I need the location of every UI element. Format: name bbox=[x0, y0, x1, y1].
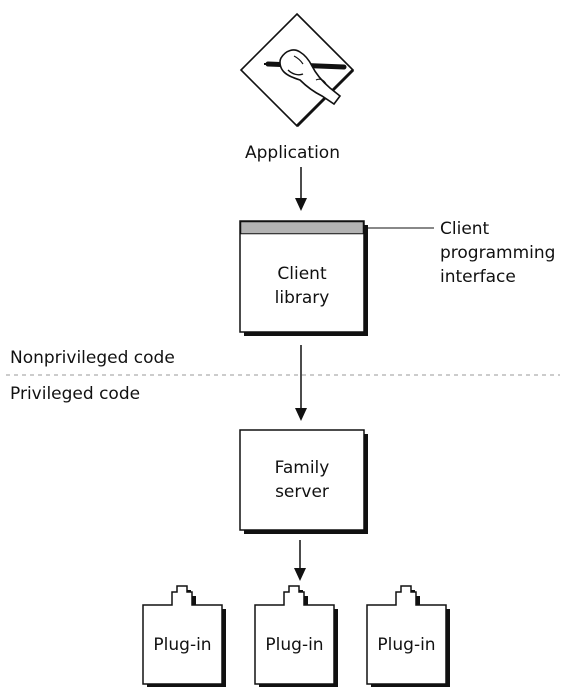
client-library-label: Client library bbox=[240, 262, 364, 310]
callout-line2: programming bbox=[440, 243, 556, 263]
plugin-box bbox=[254, 585, 338, 687]
client-library-line1: Client bbox=[277, 264, 327, 284]
arrow-server-to-plugins bbox=[294, 540, 306, 581]
arrow-client-to-server bbox=[295, 345, 307, 421]
family-server-line2: server bbox=[275, 482, 329, 502]
plugin-box bbox=[366, 585, 450, 687]
nonprivileged-code-label: Nonprivileged code bbox=[10, 348, 175, 368]
family-server-line1: Family bbox=[274, 458, 330, 478]
plugin-label: Plug-in bbox=[377, 635, 436, 655]
arrow-app-to-client bbox=[295, 167, 307, 211]
family-server-box bbox=[239, 429, 368, 534]
client-programming-interface-label: Client programming interface bbox=[440, 217, 555, 289]
hand-writing-icon bbox=[239, 12, 355, 128]
family-server-label: Family server bbox=[240, 456, 364, 504]
client-library-line2: library bbox=[274, 288, 330, 308]
privileged-code-label: Privileged code bbox=[10, 384, 141, 404]
callout-line3: interface bbox=[440, 267, 516, 287]
plugin-label: Plug-in bbox=[153, 635, 212, 655]
application-label: Application bbox=[245, 143, 340, 163]
client-programming-interface-band bbox=[240, 221, 364, 235]
callout-line1: Client bbox=[440, 219, 490, 239]
client-library-box bbox=[239, 220, 368, 336]
plugin-box bbox=[142, 585, 226, 687]
plugin-label: Plug-in bbox=[265, 635, 324, 655]
